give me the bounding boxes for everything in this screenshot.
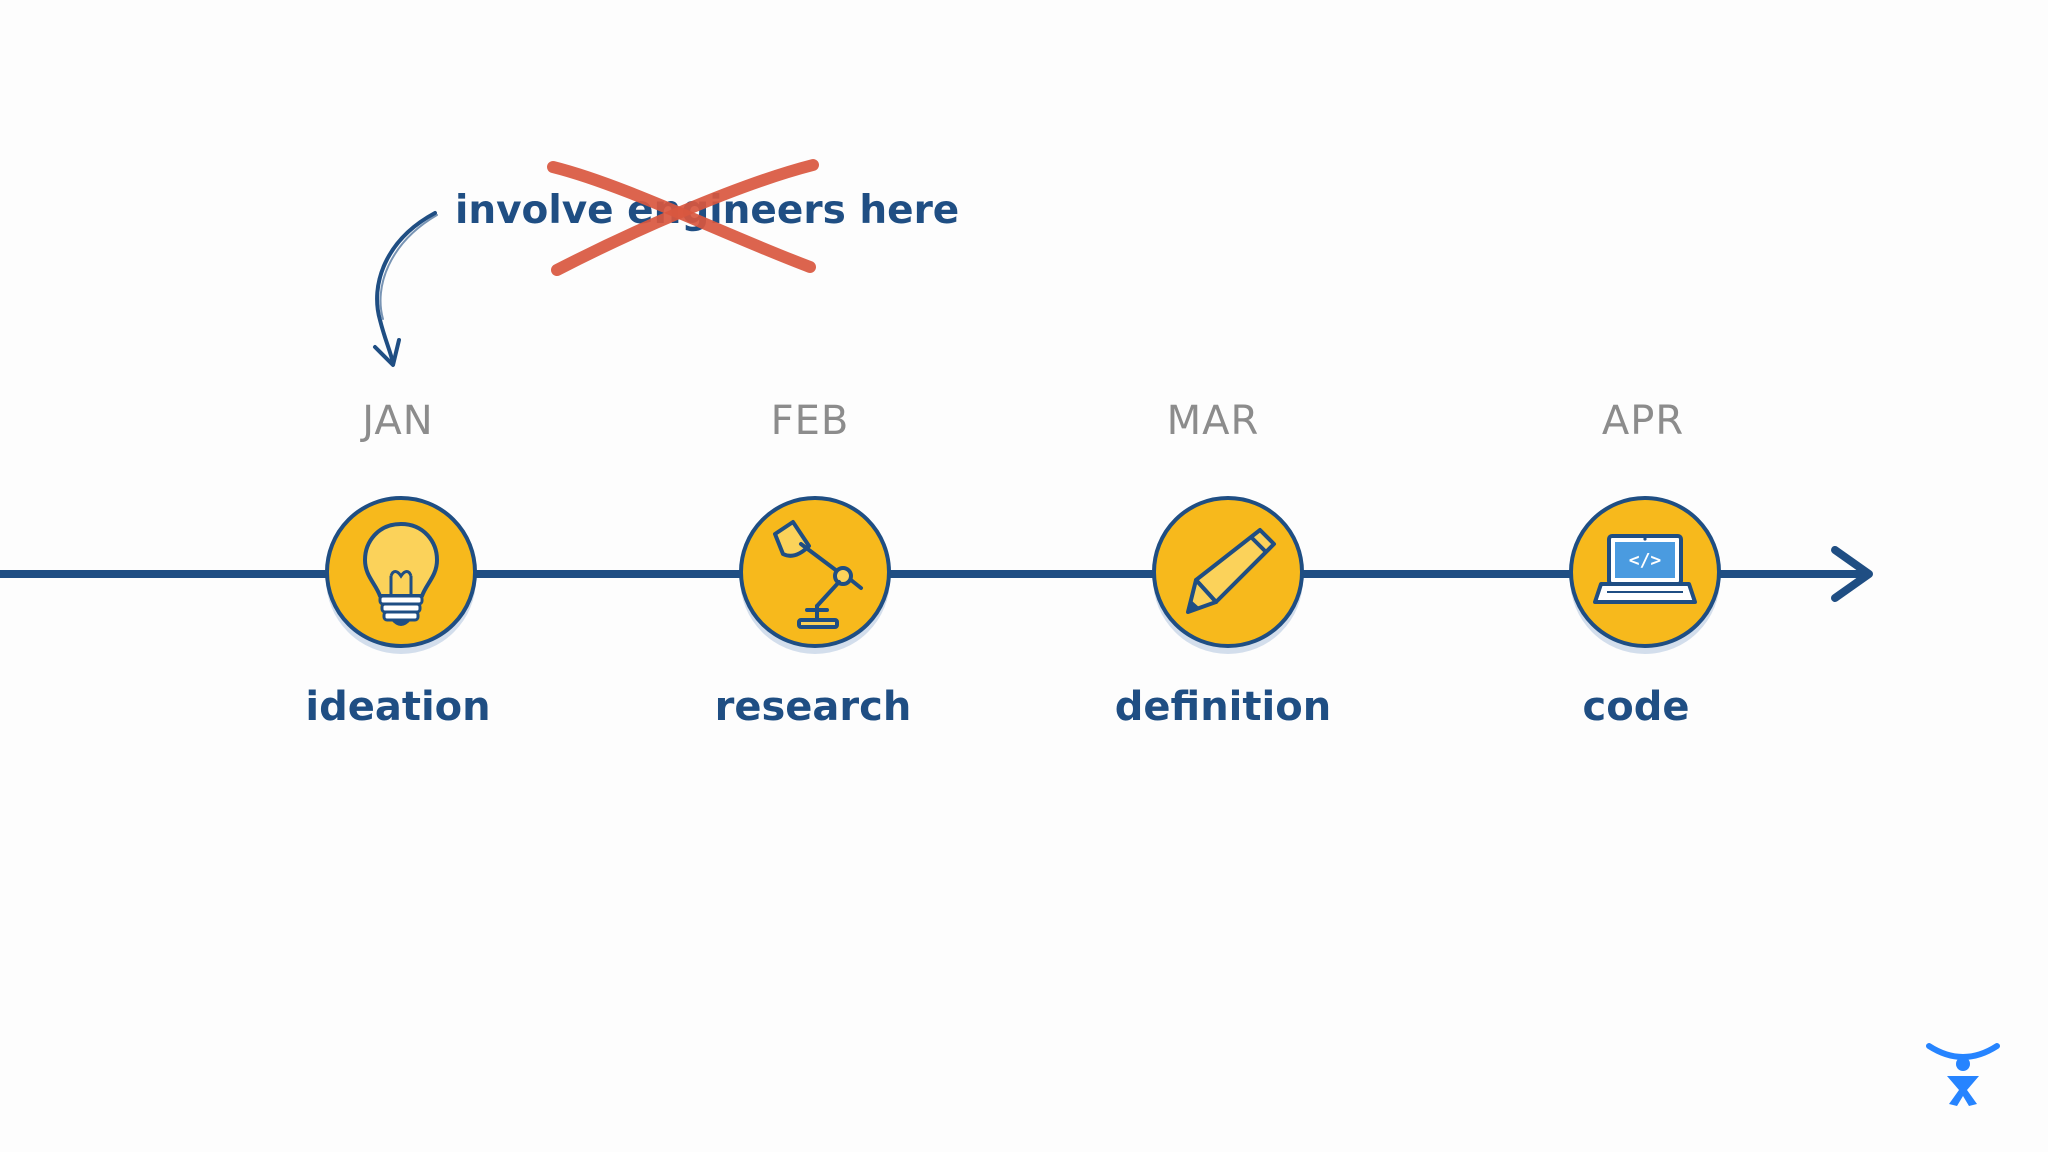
lightbulb-icon (363, 522, 439, 626)
phase-node-code: </> (1569, 496, 1721, 648)
desk-lamp-icon (773, 520, 863, 629)
phase-node-ideation (325, 496, 477, 648)
month-label-apr: APR (1601, 398, 1685, 444)
code-symbol-text: </> (1629, 550, 1662, 571)
phase-label-code: code (1582, 684, 1690, 730)
arrow-head-icon (1831, 546, 1873, 602)
phase-label-definition: definition (1114, 684, 1332, 730)
phase-node-definition (1152, 496, 1304, 648)
month-label-feb: FEB (770, 398, 850, 444)
timeline-line (0, 570, 1865, 578)
laptop-code-icon: </> (1593, 534, 1697, 604)
pencil-icon (1186, 528, 1276, 614)
month-label-jan: JAN (362, 398, 434, 444)
curved-arrow-icon (373, 211, 438, 367)
atlassian-logo-icon (1926, 1043, 2000, 1106)
phase-label-ideation: ideation (305, 684, 491, 730)
phase-node-research (739, 496, 891, 648)
month-label-mar: MAR (1166, 398, 1260, 444)
phase-label-research: research (714, 684, 912, 730)
strike-through-x (547, 159, 819, 276)
